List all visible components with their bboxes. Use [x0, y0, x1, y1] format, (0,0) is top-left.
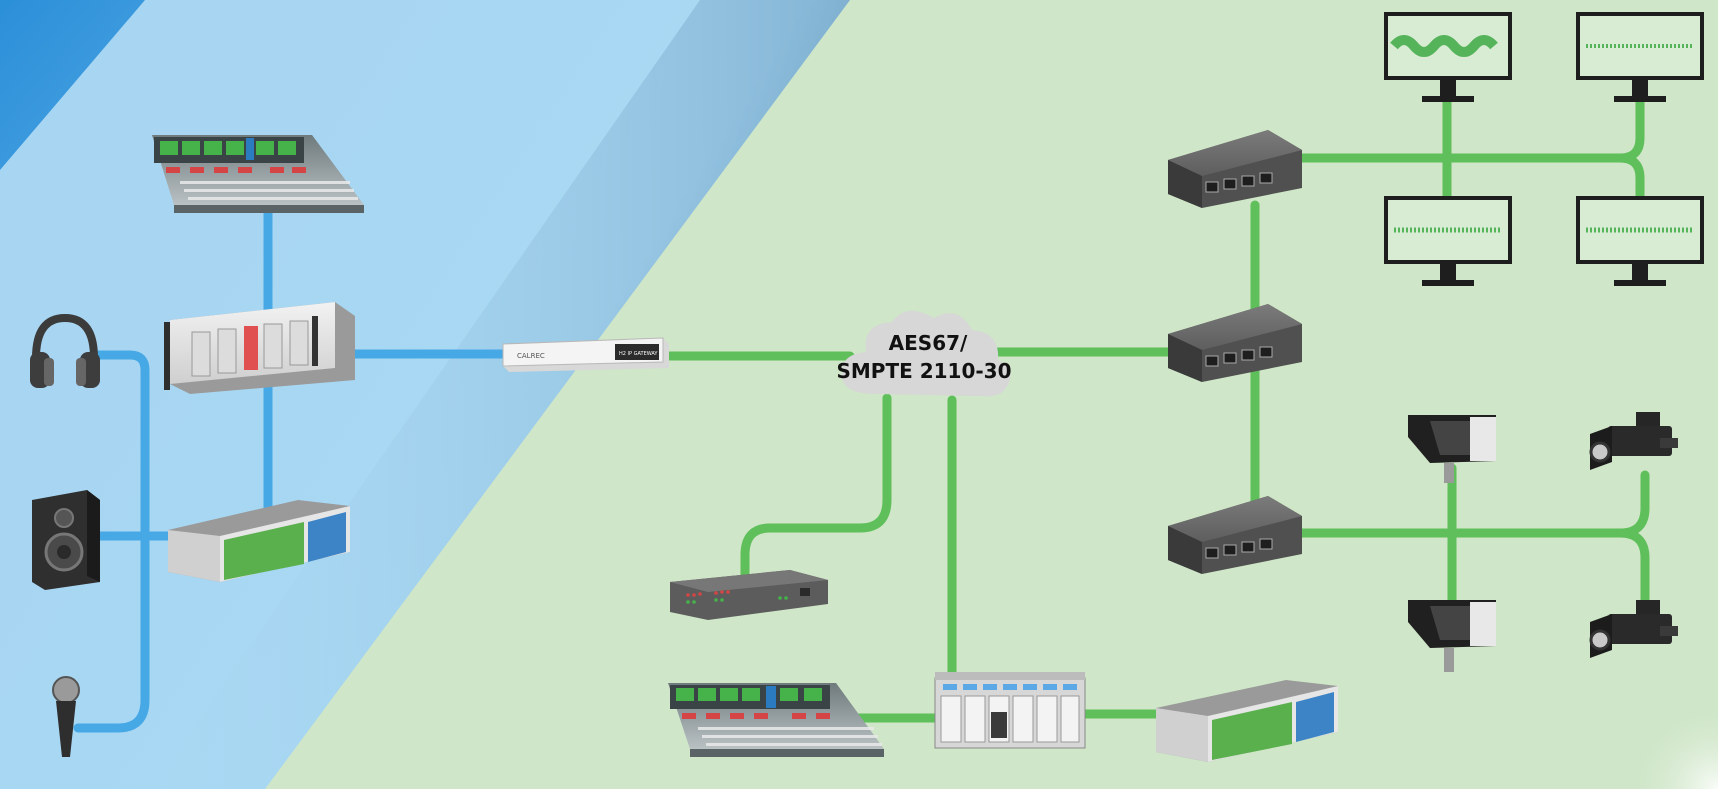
microphone-icon [52, 676, 80, 757]
stage-light-top [1408, 415, 1496, 483]
analog-links [73, 200, 510, 733]
mixing-console-ip [668, 683, 884, 757]
video-camera-bottom [1589, 600, 1678, 658]
cloud-label-line1: AES67/ [889, 331, 968, 355]
network-switch-top [1168, 130, 1302, 208]
console-faders [166, 167, 306, 173]
audio-monitor-4 [1576, 196, 1704, 286]
network-switch-middle [1168, 304, 1302, 382]
cloud-label-line2: SMPTE 2110-30 [836, 359, 1011, 383]
console-meter-bank [154, 137, 304, 163]
audio-monitor-1 [1384, 12, 1512, 102]
stage-light-bottom [1408, 600, 1496, 672]
ip-link-cloud-stagebox [740, 393, 892, 580]
analog-zone-edge-shade [150, 0, 850, 789]
network-switch-bottom [1168, 496, 1302, 574]
analog-router-rack [164, 302, 355, 394]
ip-link-monitors [1295, 95, 1645, 203]
ip-link-cameras [1295, 463, 1650, 610]
video-camera-top [1589, 412, 1678, 470]
core-router-rack [934, 672, 1086, 749]
headphones-icon [30, 313, 100, 388]
ip-gateway-unit: CALREC H2 IP GATEWAY [502, 337, 669, 372]
audio-monitor-3 [1384, 196, 1512, 286]
io-green-panel [224, 522, 304, 580]
ip-zone-corner-glow [1560, 640, 1718, 789]
stagebox-unit [670, 570, 828, 620]
analog-zone-corner [0, 0, 145, 170]
gateway-brand-label: CALREC [517, 352, 545, 360]
audio-monitor-2 [1576, 12, 1704, 102]
io-blue-panel [308, 512, 346, 562]
ip-network-cloud: AES67/ SMPTE 2110-30 [836, 310, 1012, 397]
mixing-console-analog [152, 135, 364, 213]
ip-io-box [1156, 680, 1338, 762]
analog-io-box [168, 500, 350, 582]
gateway-model-label: H2 IP GATEWAY [619, 351, 658, 357]
speaker-icon [32, 490, 100, 590]
